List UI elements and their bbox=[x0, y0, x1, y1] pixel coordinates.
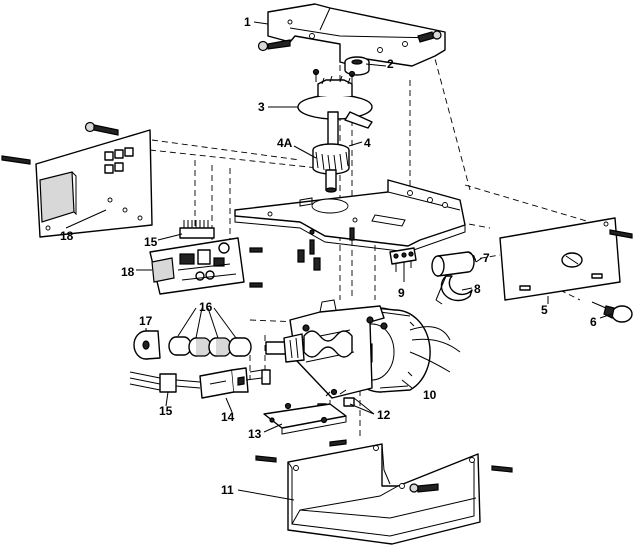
leader-lines bbox=[65, 21, 613, 501]
callout-3: 3 bbox=[258, 100, 265, 114]
callout-13: 13 bbox=[248, 427, 262, 441]
callout-8: 8 bbox=[474, 282, 481, 296]
callout-4: 4 bbox=[364, 136, 371, 150]
bushing bbox=[344, 56, 370, 76]
callout-12: 12 bbox=[377, 408, 391, 422]
callout-4a: 4A bbox=[277, 136, 293, 150]
wire-connector-upper bbox=[179, 220, 215, 239]
bottom-cover-screws bbox=[255, 439, 513, 493]
callout-18-end-panel: 18 bbox=[60, 229, 74, 243]
callout-18-logic-board: 18 bbox=[121, 265, 135, 279]
bottom-cover bbox=[287, 443, 481, 545]
end-panel bbox=[35, 129, 153, 238]
bracket-bolt bbox=[257, 39, 291, 52]
callout-2: 2 bbox=[387, 57, 394, 71]
capacitor-clamp bbox=[435, 275, 473, 305]
callout-labels: 1 2 3 4A 4 18 15 18 7 9 8 5 6 17 16 15 1… bbox=[60, 15, 597, 497]
spacer-set bbox=[168, 336, 252, 357]
callout-9: 9 bbox=[398, 286, 405, 300]
limit-shaft bbox=[265, 333, 305, 363]
terminal-block bbox=[389, 247, 417, 272]
callout-17: 17 bbox=[139, 314, 153, 328]
end-panel-screw bbox=[1, 155, 31, 165]
callout-16: 16 bbox=[199, 300, 213, 314]
cover-screw bbox=[609, 229, 633, 239]
limit-switch-assembly bbox=[199, 367, 271, 399]
callout-14: 14 bbox=[221, 410, 235, 424]
capacitor bbox=[431, 251, 477, 277]
logic-board bbox=[149, 237, 245, 295]
callout-11: 11 bbox=[221, 483, 234, 497]
callout-10: 10 bbox=[423, 388, 437, 402]
chassis-screws bbox=[297, 227, 355, 271]
callout-15-lower: 15 bbox=[159, 404, 173, 418]
cover-plate bbox=[499, 217, 621, 301]
callout-15-upper: 15 bbox=[144, 235, 158, 249]
bottom-bracket bbox=[263, 388, 347, 435]
bracket-screw bbox=[417, 30, 442, 43]
worm-gear-housing bbox=[289, 299, 388, 399]
callout-7: 7 bbox=[483, 251, 490, 265]
lens-knob bbox=[591, 301, 633, 323]
logic-board-screws bbox=[249, 247, 263, 288]
callout-6: 6 bbox=[590, 315, 597, 329]
helical-gear bbox=[312, 143, 350, 193]
end-panel-bolt bbox=[84, 121, 119, 136]
wire-connector-lower bbox=[129, 371, 201, 393]
callout-5: 5 bbox=[541, 303, 548, 317]
sprocket bbox=[297, 68, 373, 151]
callout-1: 1 bbox=[244, 15, 251, 29]
chassis-plate bbox=[234, 179, 466, 253]
end-cap bbox=[133, 330, 161, 360]
